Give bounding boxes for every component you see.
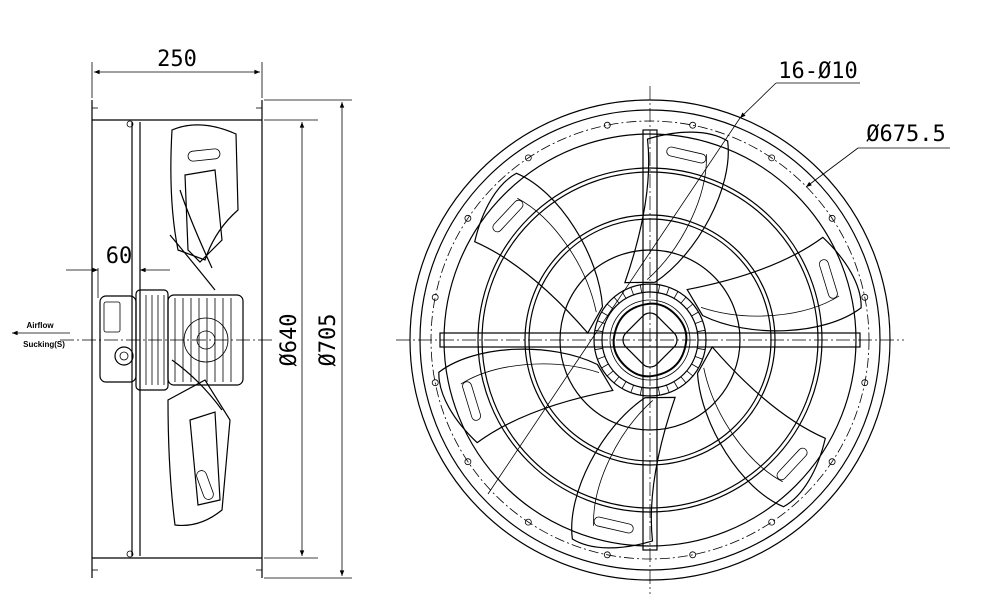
bolt-hole (431, 379, 439, 387)
fan-blade (473, 172, 604, 335)
dim-diameters: Ø640 Ø705 (264, 99, 352, 579)
fan-blade (438, 348, 614, 444)
bolt-hole (828, 458, 836, 466)
side-blades (167, 124, 239, 527)
bolt-circle-callout: Ø675.5 (805, 122, 950, 188)
bolt-hole (603, 121, 611, 129)
side-housing (91, 100, 263, 578)
fan-blade (571, 396, 676, 549)
front-view: 16-Ø10 Ø675.5 (396, 59, 950, 594)
dim-60: 60 (66, 244, 170, 298)
bolt-hole (768, 154, 776, 162)
bolt-hole (828, 214, 836, 222)
bolt-holes (431, 121, 869, 559)
bolt-hole (861, 379, 869, 387)
bolt-hole (431, 293, 439, 301)
offset-dimension-label: 60 (106, 244, 133, 269)
bolt-hole (768, 518, 776, 526)
fan-blade (686, 236, 862, 332)
bolt-hole (689, 121, 697, 129)
bolt-hole (524, 518, 532, 526)
bolt-hole (603, 551, 611, 559)
bolt-hole (464, 458, 472, 466)
holes-callout: 16-Ø10 (487, 59, 860, 495)
inner-diameter-label: Ø640 (277, 314, 302, 367)
bolt-hole (464, 214, 472, 222)
bolt-hole (524, 154, 532, 162)
dim-250: 250 (91, 47, 263, 98)
side-view: 250 60 Airflow Sucking(S) Ø640 Ø705 (11, 47, 352, 579)
bolt-hole (861, 293, 869, 301)
depth-dimension-label: 250 (157, 47, 197, 72)
holes-label: 16-Ø10 (778, 59, 857, 84)
fan-blade (696, 345, 827, 508)
airflow-label: Airflow (26, 321, 54, 330)
bolt-circle-label: Ø675.5 (866, 122, 945, 147)
airflow-direction-label: Sucking(S) (23, 340, 65, 349)
bolt-hole (689, 551, 697, 559)
airflow-indicator: Airflow Sucking(S) (11, 321, 70, 349)
outer-diameter-label: Ø705 (316, 314, 341, 367)
